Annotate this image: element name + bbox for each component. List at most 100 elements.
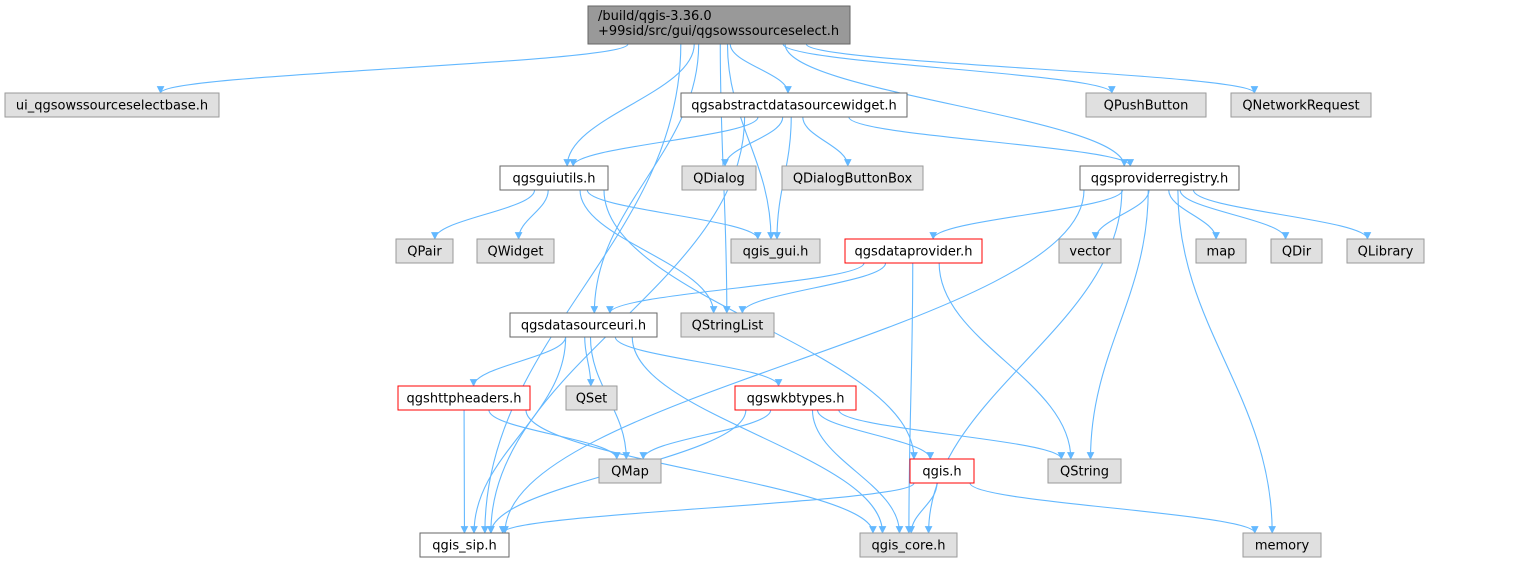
edge-root-to-QPushButton	[782, 43, 1116, 94]
node-label-qgis: qgis.h	[922, 465, 961, 480]
node-qgsdataprovider[interactable]: qgsdataprovider.h	[844, 238, 983, 264]
node-ui_qgsowssourceselectbase: ui_qgsowssourceselectbase.h	[4, 92, 220, 118]
node-QPushButton: QPushButton	[1085, 92, 1207, 118]
node-qgis_core: qgis_core.h	[859, 532, 958, 558]
node-label-QDialogButtonBox: QDialogButtonBox	[793, 172, 913, 187]
edge-qgsdatasourceuri-to-QSet	[584, 336, 595, 387]
node-qgswkbtypes[interactable]: qgswkbtypes.h	[734, 385, 857, 411]
node-box-root	[587, 5, 851, 45]
edge-root-to-qgis_sip	[481, 43, 682, 534]
node-label-QMap: QMap	[611, 465, 649, 480]
edge-qgis-to-qgis_sip	[498, 482, 915, 534]
node-label-QString: QString	[1060, 465, 1109, 480]
node-box-qgshttpheaders	[397, 385, 531, 411]
edge-qgsproviderregistry-to-qgsdataprovider	[929, 189, 1124, 240]
edge-qgsguiutils-to-QWidget	[514, 189, 549, 240]
node-box-qgsproviderregistry	[1079, 165, 1240, 191]
edge-qgsdatasourceuri-to-qgis_core	[631, 336, 887, 534]
edge-qgsproviderregistry-to-vector	[1091, 189, 1150, 240]
node-box-qgsabstractdatasourcewidget	[680, 92, 908, 118]
node-label-QPair: QPair	[407, 245, 442, 260]
edge-qgsguiutils-to-QStringList	[579, 189, 718, 314]
edge-qgshttpheaders-to-qgis_core	[525, 409, 877, 534]
node-label-qgsabstractdatasourcewidget: qgsabstractdatasourcewidget.h	[691, 99, 897, 114]
node-QString: QString	[1047, 458, 1122, 484]
edge-qgsproviderregistry-to-QString	[1086, 189, 1149, 460]
node-label-QNetworkRequest: QNetworkRequest	[1242, 99, 1359, 114]
edge-root-to-qgsguiutils	[563, 43, 695, 167]
edge-qgsproviderregistry-to-QLibrary	[1192, 189, 1372, 240]
node-label-QLibrary: QLibrary	[1358, 245, 1414, 260]
edge-qgis-to-qgis_core	[907, 482, 938, 534]
node-box-qgsdataprovider	[844, 238, 983, 264]
edge-qgsproviderregistry-to-qgis_sip	[501, 189, 1085, 534]
node-label-map: map	[1207, 245, 1236, 260]
node-box-qgis	[909, 458, 975, 484]
node-label-qgsproviderregistry: qgsproviderregistry.h	[1091, 172, 1229, 187]
node-label-QStringList: QStringList	[692, 319, 764, 334]
node-memory: memory	[1242, 532, 1322, 558]
edge-qgsguiutils-to-qgis_gui	[586, 189, 762, 240]
node-box-QSet	[565, 385, 618, 411]
node-box-QWidget	[476, 238, 555, 264]
node-label-qgis_core: qgis_core.h	[872, 539, 946, 554]
edge-qgsabstractdatasourcewidget-to-qgsproviderregistry	[848, 116, 1135, 167]
edge-root-to-QNetworkRequest	[805, 43, 1259, 94]
node-qgsproviderregistry[interactable]: qgsproviderregistry.h	[1079, 165, 1240, 191]
node-label-memory: memory	[1255, 539, 1310, 554]
node-label-qgis_sip: qgis_sip.h	[432, 539, 496, 554]
edge-qgis-to-memory	[969, 482, 1259, 534]
edge-qgsguiutils-to-QPair	[431, 189, 536, 240]
node-box-QDialog	[681, 165, 757, 191]
node-qgsguiutils[interactable]: qgsguiutils.h	[499, 165, 609, 191]
node-qgis_gui: qgis_gui.h	[730, 238, 821, 264]
node-box-QPushButton	[1085, 92, 1207, 118]
node-box-QStringList	[680, 312, 775, 338]
node-box-qgsdatasourceuri	[509, 312, 658, 338]
node-QLibrary: QLibrary	[1346, 238, 1425, 264]
node-box-qgswkbtypes	[734, 385, 857, 411]
edge-qgswkbtypes-to-QMap	[639, 409, 772, 460]
node-qgshttpheaders[interactable]: qgshttpheaders.h	[397, 385, 531, 411]
node-label-qgshttpheaders: qgshttpheaders.h	[407, 392, 522, 407]
node-QDialogButtonBox: QDialogButtonBox	[781, 165, 924, 191]
nodes-layer: /build/qgis-3.36.0+99sid/src/gui/qgsowss…	[4, 5, 1425, 558]
edge-root-to-qgis_gui	[726, 43, 775, 240]
node-box-map	[1195, 238, 1247, 264]
edge-qgsdatasourceuri-to-qgis_sip	[470, 336, 567, 534]
node-box-QPair	[395, 238, 454, 264]
edge-qgsdataprovider-to-qgsdatasourceuri	[606, 262, 865, 314]
edge-root-to-qgsproviderregistry	[784, 43, 1129, 167]
node-label-root-line-2: +99sid/src/gui/qgsowssourceselect.h	[598, 24, 839, 39]
node-box-qgsguiutils	[499, 165, 609, 191]
node-box-qgis_gui	[730, 238, 821, 264]
node-box-qgis_sip	[419, 532, 510, 558]
node-QDialog: QDialog	[681, 165, 757, 191]
node-root[interactable]: /build/qgis-3.36.0+99sid/src/gui/qgsowss…	[587, 5, 851, 45]
node-box-vector	[1058, 238, 1122, 264]
node-qgis_sip[interactable]: qgis_sip.h	[419, 532, 510, 558]
edge-qgshttpheaders-to-QMap	[488, 409, 621, 460]
edge-qgswkbtypes-to-QString	[838, 409, 1066, 460]
node-label-qgis_gui: qgis_gui.h	[743, 245, 809, 260]
node-QMap: QMap	[598, 458, 662, 484]
edge-qgsproviderregistry-to-memory	[1177, 189, 1277, 534]
node-qgis[interactable]: qgis.h	[909, 458, 975, 484]
node-qgsabstractdatasourcewidget[interactable]: qgsabstractdatasourcewidget.h	[680, 92, 908, 118]
node-QSet: QSet	[565, 385, 618, 411]
node-box-ui_qgsowssourceselectbase	[4, 92, 220, 118]
node-box-memory	[1242, 532, 1322, 558]
node-box-QMap	[598, 458, 662, 484]
node-QPair: QPair	[395, 238, 454, 264]
node-QDir: QDir	[1270, 238, 1323, 264]
node-map: map	[1195, 238, 1247, 264]
edge-qgsabstractdatasourcewidget-to-qgsguiutils	[569, 116, 759, 167]
edge-qgsdatasourceuri-to-qgshttpheaders	[469, 336, 567, 387]
edge-qgswkbtypes-to-qgis	[816, 409, 935, 460]
node-label-qgsguiutils: qgsguiutils.h	[512, 172, 595, 187]
edge-qgsproviderregistry-to-QDir	[1179, 189, 1290, 240]
node-vector: vector	[1058, 238, 1122, 264]
node-QWidget: QWidget	[476, 238, 555, 264]
node-qgsdatasourceuri[interactable]: qgsdatasourceuri.h	[509, 312, 658, 338]
